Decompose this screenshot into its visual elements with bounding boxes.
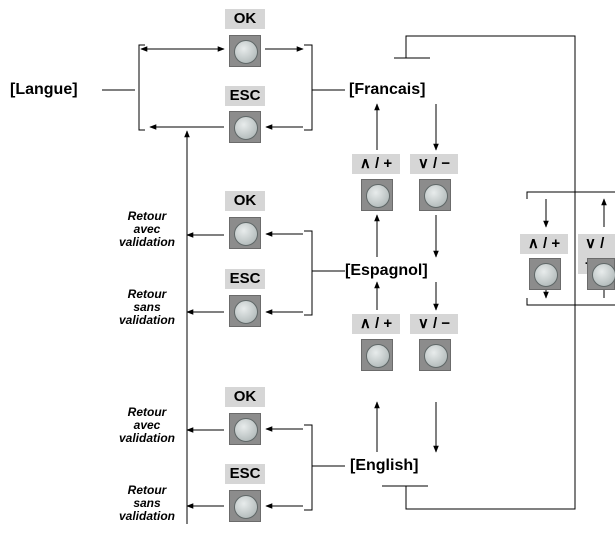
ok-button[interactable]: [229, 413, 261, 445]
francais-right-bracket: [304, 44, 313, 131]
down-key-label: ∨ / −: [410, 154, 458, 174]
esc-key-label: ESC: [225, 269, 265, 289]
loop-line: [405, 35, 576, 510]
up-key-label: ∧ / +: [520, 234, 568, 254]
langue-label: [Langue]: [10, 81, 78, 98]
up-button[interactable]: [361, 179, 393, 211]
side-top-bracket: [526, 191, 615, 199]
english-label: [English]: [350, 457, 419, 474]
langue-left-bracket: [138, 44, 145, 131]
ok-key-label: OK: [225, 387, 265, 407]
espagnol-bracket: [304, 230, 313, 316]
up-key-label: ∧ / +: [352, 314, 400, 334]
esc-key-label: ESC: [225, 86, 265, 106]
esc-button[interactable]: [229, 111, 261, 143]
side-bottom-bracket: [526, 298, 615, 306]
ok-button[interactable]: [229, 217, 261, 249]
ok-key-label: OK: [225, 9, 265, 29]
up-key-label: ∧ / +: [352, 154, 400, 174]
down-button[interactable]: [587, 258, 615, 290]
esc-button[interactable]: [229, 490, 261, 522]
up-button[interactable]: [529, 258, 561, 290]
espagnol-label: [Espagnol]: [345, 262, 428, 279]
francais-label: [Francais]: [349, 81, 426, 98]
up-button[interactable]: [361, 339, 393, 371]
ok-button[interactable]: [229, 35, 261, 67]
down-button[interactable]: [419, 339, 451, 371]
down-button[interactable]: [419, 179, 451, 211]
esc-key-label: ESC: [225, 464, 265, 484]
english-bracket: [304, 424, 313, 511]
down-key-label: ∨ / −: [410, 314, 458, 334]
esc-button[interactable]: [229, 295, 261, 327]
ok-key-label: OK: [225, 191, 265, 211]
